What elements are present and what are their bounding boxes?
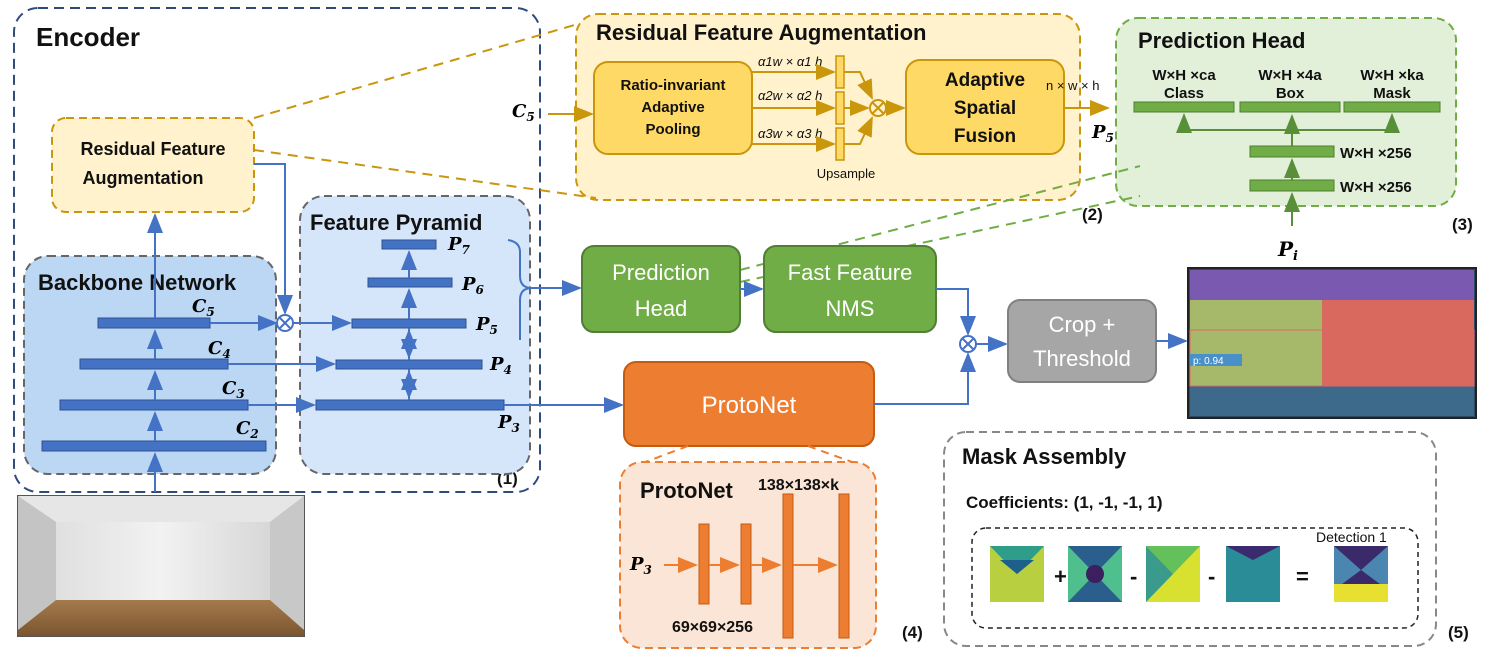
fusion-line1: Adaptive: [945, 70, 1025, 91]
fusion-line3: Fusion: [954, 126, 1016, 147]
c2-bar: [41, 440, 267, 452]
p6-bar: [367, 277, 453, 288]
protonet-dims-small: 69×69×256: [672, 619, 753, 636]
backbone-title: Backbone Network: [38, 270, 237, 295]
op-minus-1: -: [1130, 564, 1137, 589]
protonet-detail-title: ProtoNet: [640, 478, 734, 503]
nms-line2: NMS: [826, 296, 875, 321]
detection-score: p: 0.94: [1193, 356, 1224, 367]
scale-3: α3w × α3 h: [758, 126, 822, 141]
pool-line1: Ratio-invariant: [620, 77, 725, 94]
c4-bar: [79, 358, 229, 370]
protonet-label: ProtoNet: [702, 392, 797, 419]
detection-label: Detection 1: [1316, 529, 1387, 545]
pred-head-line2: Head: [635, 296, 688, 321]
prototype-1: [990, 546, 1044, 602]
box-dims: W×H ×4a: [1258, 67, 1322, 84]
pyramid-title: Feature Pyramid: [310, 210, 482, 235]
coefficients-text: Coefficients: (1, -1, -1, 1): [966, 493, 1162, 512]
protonet-dims-large: 138×138×k: [758, 477, 839, 494]
op-equals: =: [1296, 564, 1309, 589]
scale-1: α1w × α1 h: [758, 54, 822, 69]
mask-layer: [1343, 101, 1441, 113]
pred-head-detail-label: (3): [1452, 215, 1473, 234]
class-name: Class: [1164, 85, 1204, 102]
p5-bar: [351, 318, 467, 329]
pool-line2: Adaptive: [641, 99, 704, 116]
rfa-box-line1: Residual Feature: [80, 139, 225, 159]
mask-assembly-title: Mask Assembly: [962, 444, 1127, 469]
proto-layer-2: [740, 523, 752, 605]
pyramid-brace: [507, 239, 533, 340]
rfa-to-sum: [254, 163, 293, 315]
mask-name: Mask: [1373, 85, 1411, 102]
upsample-bar-1: [835, 55, 845, 89]
rfa-zoom-line-top: [253, 23, 579, 119]
prototype-4: [1226, 546, 1280, 602]
protonet-to-mult: [874, 352, 976, 405]
c3-bar: [59, 399, 249, 411]
c5-bar: [97, 317, 211, 329]
head-input-label: Pi: [1277, 237, 1298, 264]
box-name: Box: [1276, 85, 1305, 102]
prototype-3: [1146, 546, 1200, 602]
upsample-bar-2: [835, 91, 845, 125]
scale-2: α2w × α2 h: [758, 88, 822, 103]
rfa-box[interactable]: [51, 117, 255, 213]
upsample-label: Upsample: [817, 166, 876, 181]
mask-assembly-region: [943, 431, 1437, 647]
proto-layer-1: [698, 523, 710, 605]
input-image: [17, 495, 305, 637]
mask-dims: W×H ×ka: [1360, 67, 1424, 84]
nms-to-mult: [936, 288, 976, 336]
layer1-dims: W×H ×256: [1340, 179, 1412, 196]
head-layer-2: [1249, 145, 1335, 158]
prototype-2: [1068, 546, 1122, 602]
protonet-step-label: (4): [902, 623, 923, 642]
pred-head-line1: Prediction: [612, 260, 710, 285]
crop-line2: Threshold: [1033, 346, 1131, 371]
rfa-detail-title: Residual Feature Augmentation: [596, 20, 926, 45]
rfa-detail-label: (2): [1082, 205, 1103, 224]
encoder-title: Encoder: [36, 22, 140, 52]
class-layer: [1133, 101, 1235, 113]
op-plus: +: [1054, 564, 1067, 589]
box-layer: [1239, 101, 1341, 113]
assembled-mask: [1334, 546, 1388, 602]
proto-layer-4: [838, 493, 850, 639]
rfa-output-label: P5: [1091, 122, 1114, 145]
rfa-zoom-line-bottom: [253, 149, 597, 199]
mask-assembly-label: (5): [1448, 623, 1469, 642]
fusion-line2: Spatial: [954, 98, 1016, 119]
crop-line1: Crop +: [1049, 312, 1116, 337]
upsample-bar-3: [835, 127, 845, 161]
rfa-input-label: C5: [512, 101, 535, 124]
class-dims: W×H ×ca: [1152, 67, 1216, 84]
layer2-dims: W×H ×256: [1340, 145, 1412, 162]
nms-line1: Fast Feature: [788, 260, 913, 285]
pred-head-detail-title: Prediction Head: [1138, 28, 1305, 53]
op-minus-2: -: [1208, 564, 1215, 589]
p7-bar: [381, 239, 437, 250]
proto-layer-3: [782, 493, 794, 639]
head-layer-1: [1249, 179, 1335, 192]
rfa-box-line2: Augmentation: [83, 168, 204, 188]
rfa-out-dims: n × w × h: [1046, 78, 1099, 93]
output-image: p: 0.94: [1187, 267, 1477, 419]
p4-bar: [335, 359, 483, 370]
detection-frame: [971, 527, 1419, 629]
p3-bar: [315, 399, 505, 411]
pool-line3: Pooling: [646, 121, 701, 138]
